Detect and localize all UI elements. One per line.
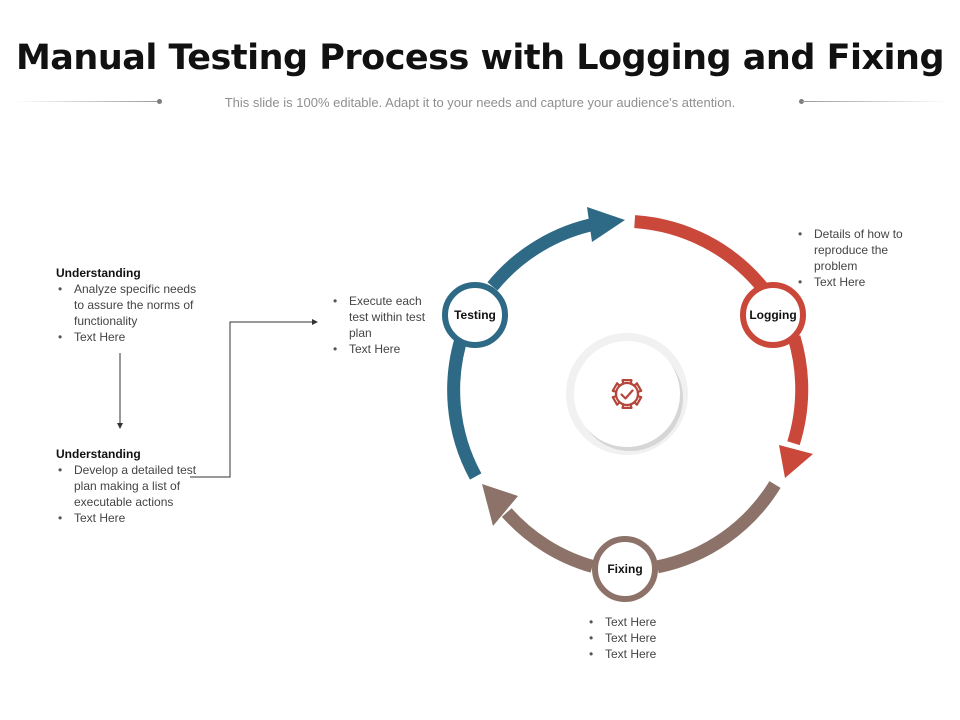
testing-note-item: Execute each test within test plan [331,293,431,341]
logging-node [740,282,806,348]
testing-arc-lower [447,330,482,480]
gear-check-icon [611,379,643,409]
testing-note-item: Text Here [331,341,431,357]
logging-node-label: Logging [749,308,797,322]
understanding-block-1: Understanding Analyze specific needs to … [56,265,206,345]
logging-arc-lower [787,335,809,446]
logging-arrowhead [779,445,813,478]
testing-notes: Execute each test within test plan Text … [331,293,431,357]
subtitle-divider-left-dot [157,99,162,104]
connector-arrowhead-down [117,423,123,429]
testing-node-label: Testing [454,308,496,322]
understanding-1-item: Text Here [56,329,206,345]
fixing-node-label: Fixing [607,562,643,576]
connector-plan-to-execute [190,321,314,478]
fixing-note-item: Text Here [587,630,687,646]
understanding-2-item: Develop a detailed test plan making a li… [56,462,206,510]
connector-arrowhead-right [312,319,318,325]
testing-arc-upper [487,217,599,291]
understanding-block-2: Understanding Develop a detailed test pl… [56,446,206,526]
understanding-2-item: Text Here [56,510,206,526]
testing-node [442,282,508,348]
fixing-note-item: Text Here [587,614,687,630]
subtitle-divider-right-dot [799,99,804,104]
fixing-arc-left [501,508,595,573]
subtitle-divider-right [802,101,948,102]
fixing-arrowhead [482,484,518,526]
logging-arc-upper [634,215,768,292]
fixing-arc-right [656,481,781,574]
understanding-heading-2: Understanding [56,447,141,461]
logging-note-item: Details of how to reproduce the problem [796,226,916,274]
center-disc [574,341,680,447]
logging-notes: Details of how to reproduce the problem … [796,226,916,290]
subtitle-divider-left [14,101,160,102]
understanding-heading-1: Understanding [56,266,141,280]
fixing-node [592,536,658,602]
fixing-note-item: Text Here [587,646,687,662]
subtitle: This slide is 100% editable. Adapt it to… [224,95,736,110]
page-title: Manual Testing Process with Logging and … [15,38,945,78]
fixing-notes: Text Here Text Here Text Here [587,614,687,662]
testing-arrowhead [587,207,625,242]
understanding-1-item: Analyze specific needs to assure the nor… [56,281,206,329]
logging-note-item: Text Here [796,274,916,290]
